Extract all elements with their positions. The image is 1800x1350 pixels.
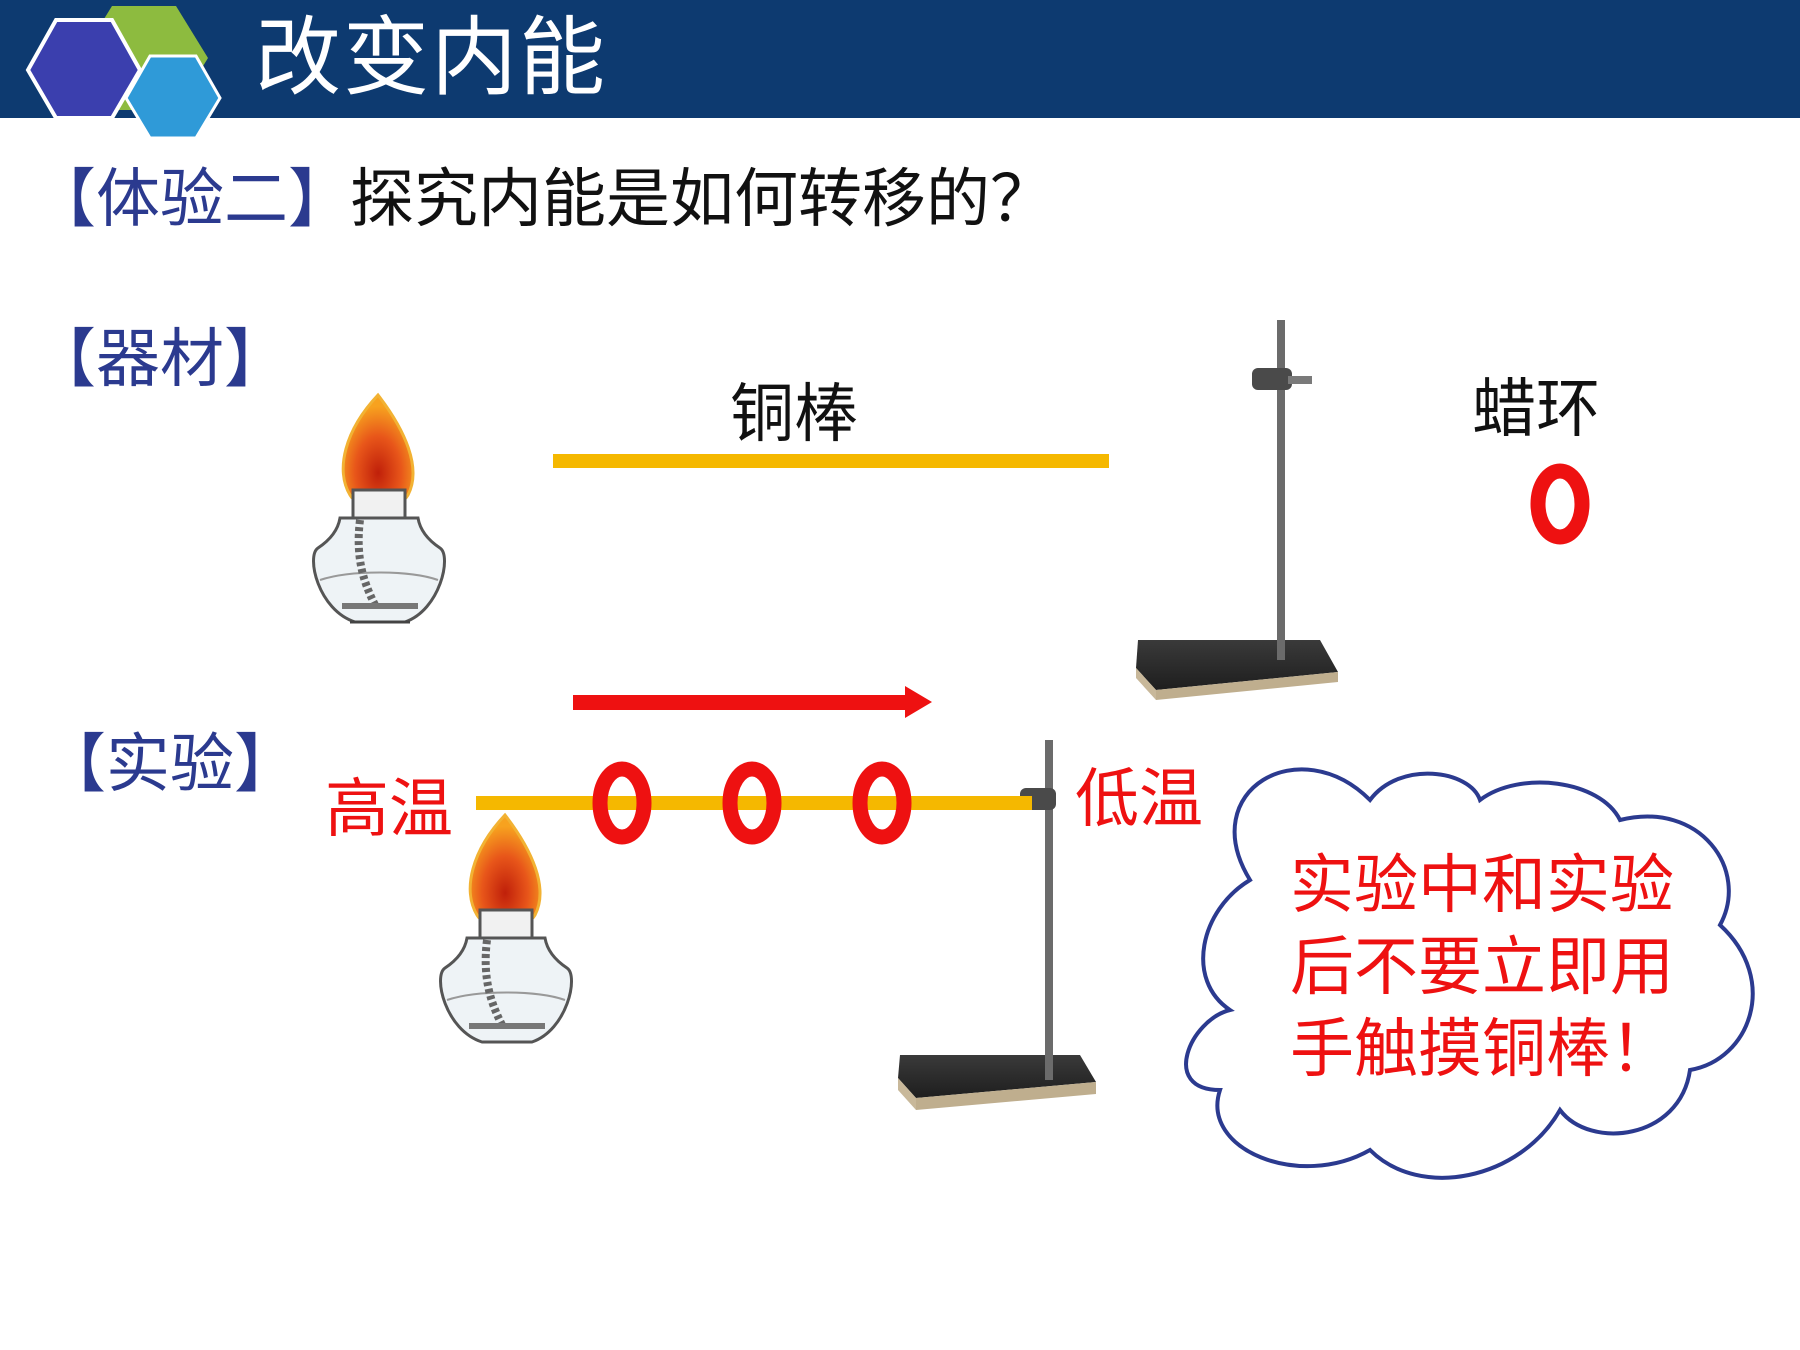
warning-line: 手触摸铜棒！ — [1290, 1013, 1674, 1087]
wax-ring-icon — [722, 761, 782, 845]
question-text: 探究内能是如何转移的？ — [350, 163, 1054, 237]
low-temp-label: 低温 — [1075, 763, 1203, 837]
copper-rod-label: 铜棒 — [730, 378, 858, 452]
alcohol-lamp-icon — [439, 812, 573, 1044]
iron-stand-icon — [1136, 320, 1338, 700]
wax-ring-icon — [592, 761, 652, 845]
copper-rod — [476, 796, 1032, 810]
materials-label: 【器材】 — [32, 323, 288, 397]
wax-ring-label: 蜡环 — [1472, 373, 1600, 447]
copper-rod — [553, 454, 1109, 468]
high-temp-label: 高温 — [325, 773, 453, 847]
header-bar — [0, 0, 1800, 118]
wax-ring-icon — [1530, 463, 1590, 545]
experience-two-label: 【体验二】 — [32, 163, 352, 237]
warning-line: 后不要立即用 — [1290, 931, 1674, 1005]
warning-cloud — [1184, 767, 1755, 1180]
warning-text: 实验中和实验 后不要立即用 手触摸铜棒！ — [1262, 845, 1702, 1091]
hexagon-logo-icon — [25, 6, 222, 140]
heat-flow-arrow-icon — [573, 686, 932, 718]
page-title: 改变内能 — [255, 8, 607, 108]
warning-line: 实验中和实验 — [1290, 849, 1674, 923]
alcohol-lamp-icon — [312, 392, 446, 624]
wax-ring-icon — [852, 761, 912, 845]
iron-stand-icon — [898, 740, 1096, 1110]
experiment-label: 【实验】 — [42, 728, 298, 802]
